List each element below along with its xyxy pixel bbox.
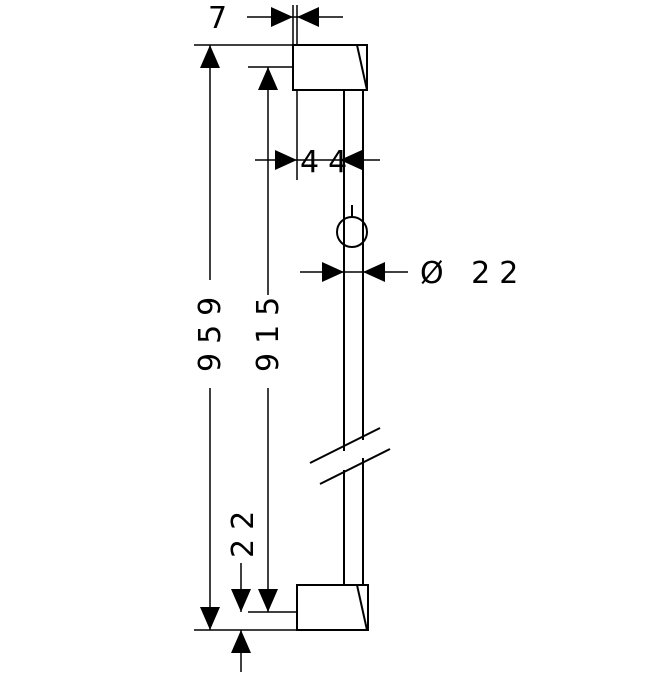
dim-label-offset: 44 xyxy=(300,145,356,180)
dim-label-top-width: 7 xyxy=(208,1,236,36)
dim-bottom-offset xyxy=(231,563,251,672)
dim-overall-height xyxy=(194,44,297,631)
dim-label-diameter: Ø 22 xyxy=(420,256,527,291)
dim-diameter xyxy=(300,262,408,282)
dim-offset xyxy=(255,90,380,180)
dim-label-bar-length: 915 xyxy=(251,288,286,372)
dim-top-width xyxy=(247,5,343,45)
bottom-bracket xyxy=(296,584,369,631)
dim-label-bottom-offset: 22 xyxy=(226,502,261,558)
dim-bar-length xyxy=(248,66,297,613)
slider-knob xyxy=(336,205,368,248)
top-bracket xyxy=(292,44,368,91)
break-lines xyxy=(309,427,391,485)
dim-label-overall-height: 959 xyxy=(193,288,228,372)
